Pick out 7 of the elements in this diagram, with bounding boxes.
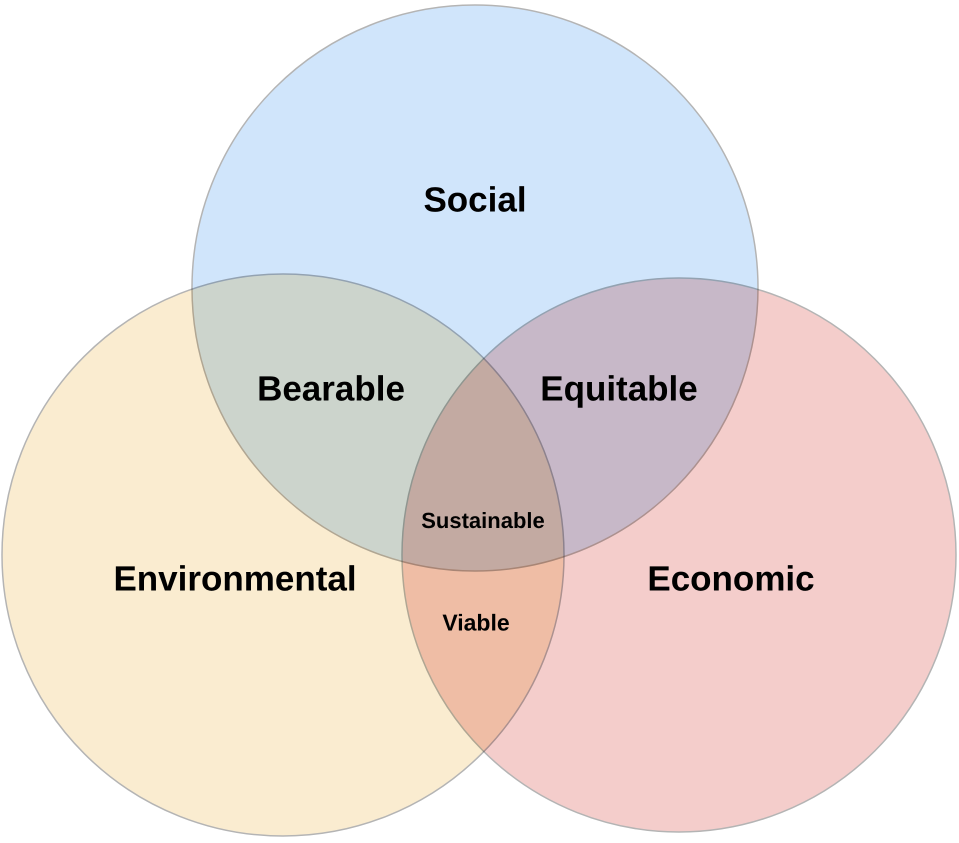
- overlap-label: Bearable: [257, 372, 405, 406]
- overlap-label: Equitable: [540, 372, 698, 406]
- overlap-label: Viable: [442, 612, 510, 634]
- set-label: Economic: [647, 562, 815, 596]
- set-label: Environmental: [113, 562, 357, 596]
- set-label: Social: [423, 182, 527, 218]
- overlap-label: Sustainable: [421, 510, 545, 532]
